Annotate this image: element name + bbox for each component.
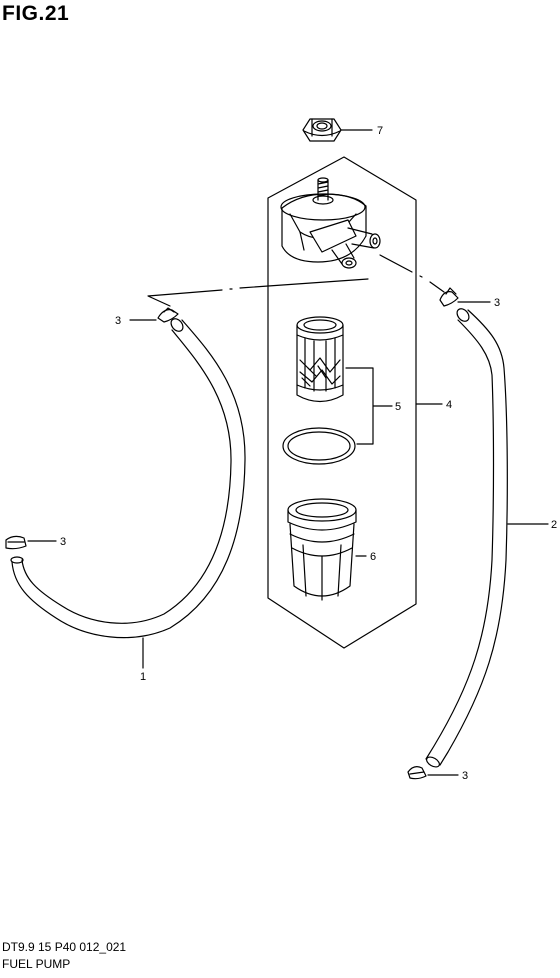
clamp-part-3-left-lower bbox=[5, 535, 27, 550]
filter-element-part-5 bbox=[296, 316, 344, 403]
bracket-callout-5 bbox=[345, 367, 393, 445]
callout-3-right-lower: 3 bbox=[462, 770, 468, 782]
dash-leader-right bbox=[379, 254, 445, 293]
callout-4: 4 bbox=[446, 399, 452, 411]
pump-head-cover bbox=[280, 177, 381, 269]
diagram-name: FUEL PUMP bbox=[2, 957, 71, 971]
hose-part-2 bbox=[425, 308, 508, 768]
o-ring bbox=[282, 427, 356, 465]
callout-2: 2 bbox=[551, 519, 557, 531]
callout-3-left-upper: 3 bbox=[115, 315, 121, 327]
callout-5: 5 bbox=[395, 401, 401, 413]
nut-part-7 bbox=[302, 118, 342, 142]
dash-leader-left bbox=[147, 278, 369, 307]
clamp-part-3-right-upper bbox=[439, 287, 459, 307]
callout-7: 7 bbox=[377, 125, 383, 137]
filter-cup-part-6 bbox=[287, 498, 357, 601]
callout-6: 6 bbox=[370, 551, 376, 563]
callout-1: 1 bbox=[140, 671, 146, 683]
hose-part-1 bbox=[10, 318, 246, 639]
assembly-frame bbox=[267, 156, 417, 649]
figure-title: FIG.21 bbox=[2, 2, 70, 25]
clamp-part-3-right-lower bbox=[407, 766, 427, 780]
callout-3-left-lower: 3 bbox=[60, 536, 66, 548]
diagram-code: DT9.9 15 P40 012_021 bbox=[2, 940, 127, 954]
clamp-part-3-left-upper bbox=[157, 307, 179, 323]
callout-3-right-upper: 3 bbox=[494, 297, 500, 309]
